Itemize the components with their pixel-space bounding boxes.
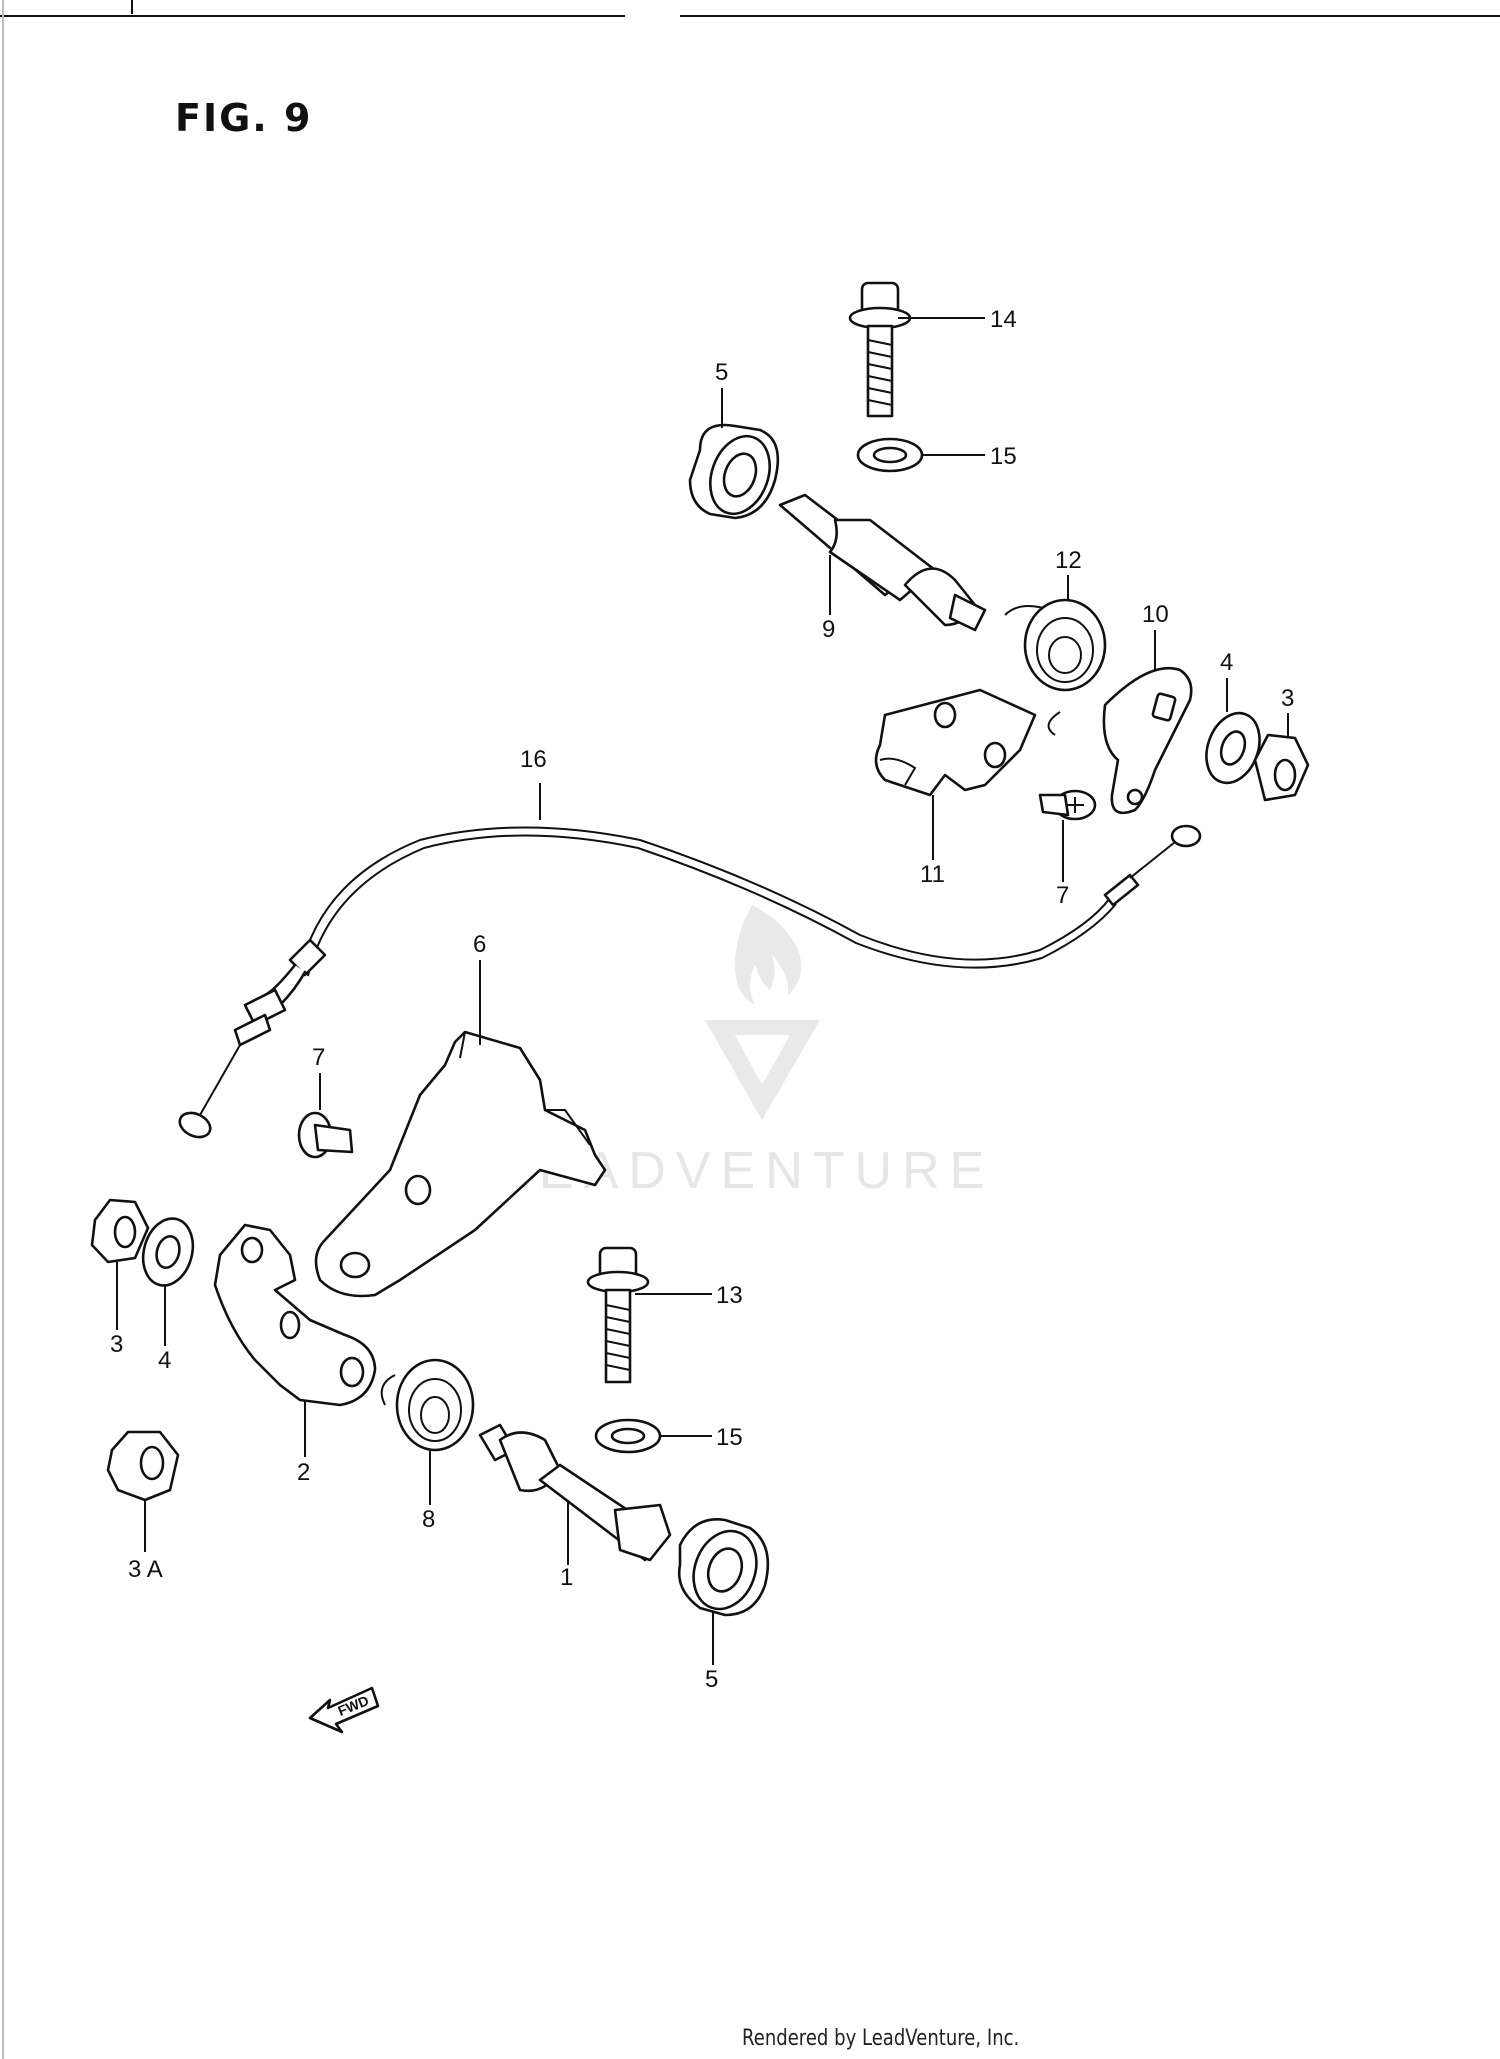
part-16-control-cable	[178, 824, 1202, 1139]
part-11-bracket-upper	[874, 688, 1037, 797]
callout-7-upper: 7	[1056, 882, 1069, 909]
part-6-bracket	[314, 1030, 607, 1298]
callout-11: 11	[920, 861, 945, 888]
callout-7-lower: 7	[312, 1044, 325, 1071]
watermark-v-icon	[705, 1020, 820, 1120]
callout-3A: 3 A	[128, 1556, 163, 1583]
part-7-screw-upper	[1038, 789, 1097, 821]
part-15-washer-lower	[594, 1418, 662, 1454]
callout-15-lower: 15	[716, 1424, 743, 1451]
callout-4-upper: 4	[1220, 649, 1233, 676]
callout-10: 10	[1142, 601, 1169, 628]
callout-14: 14	[990, 306, 1017, 333]
callout-13: 13	[716, 1282, 743, 1309]
callout-1: 1	[560, 1564, 573, 1591]
callout-6: 6	[473, 931, 486, 958]
part-8-torsion-spring-lower	[380, 1358, 475, 1452]
part-5-oil-seal-lower	[677, 1517, 770, 1617]
part-4-washer-upper	[1205, 711, 1261, 785]
callout-16: 16	[520, 746, 547, 773]
leader-lines	[116, 317, 1289, 1665]
part-15-washer-upper	[856, 437, 924, 473]
part-2-lever	[213, 1223, 377, 1407]
part-3-nut-lower	[90, 1198, 150, 1264]
part-1-shaft-lower	[478, 1423, 672, 1562]
callout-15-upper: 15	[990, 443, 1017, 470]
part-5-oil-seal-upper	[688, 423, 780, 520]
callout-5-upper: 5	[715, 359, 728, 386]
part-10-lever-plate	[1102, 666, 1193, 815]
part-12-torsion-spring-upper	[1004, 598, 1107, 736]
footer-credit: Rendered by LeadVenture, Inc.	[742, 2026, 1020, 2051]
callout-labels: 14 15 5 9 12 10 4 3 16 11 7 6 7 3 4 13 1…	[110, 306, 1294, 1693]
watermark-flame-icon	[735, 905, 802, 1005]
callout-3-upper: 3	[1281, 685, 1294, 712]
callout-12: 12	[1055, 547, 1082, 574]
part-7-screw-lower	[297, 1111, 354, 1159]
part-3A-flange-nut	[106, 1430, 180, 1502]
callout-3-lower: 3	[110, 1331, 123, 1358]
part-13-flange-bolt	[586, 1246, 650, 1384]
callout-9: 9	[822, 616, 835, 643]
fwd-arrow-icon: FWD	[308, 1686, 380, 1734]
callout-2: 2	[297, 1459, 310, 1486]
callout-5-lower: 5	[705, 1666, 718, 1693]
callout-8: 8	[422, 1506, 435, 1533]
part-3-nut-upper	[1253, 733, 1310, 802]
figure-title: FIG. 9	[175, 96, 313, 140]
callout-4-lower: 4	[158, 1347, 171, 1374]
part-14-flange-bolt	[848, 281, 912, 418]
part-4-washer-lower	[141, 1217, 195, 1287]
part-9-shaft-upper	[778, 493, 987, 632]
